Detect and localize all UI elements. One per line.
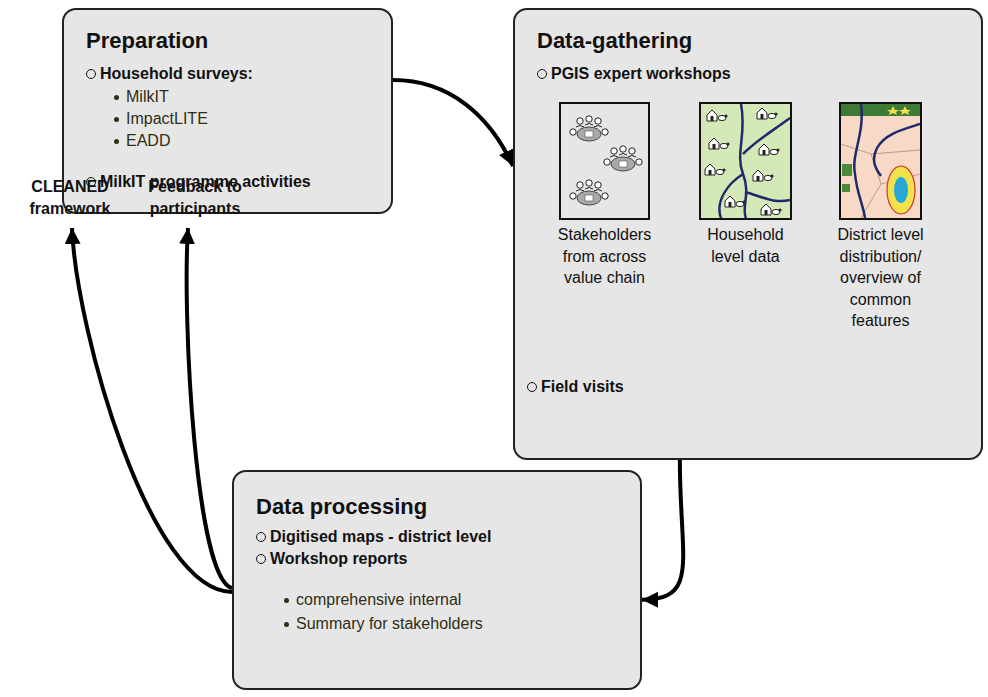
hollow-bullet: [537, 69, 547, 79]
workshop-illustration: [561, 104, 648, 218]
flow-arrow: [642, 460, 683, 600]
output-label: CLEANED framework: [20, 176, 120, 219]
bullet-dot: [114, 117, 119, 122]
illustration-panel: Stakeholders from across value chain: [559, 102, 650, 220]
section-heading: Household surveys:: [100, 63, 253, 85]
section-heading: PGIS expert workshops: [551, 63, 731, 85]
hollow-bullet: [256, 532, 266, 542]
list-item: comprehensive internal: [296, 589, 461, 611]
output-label: Feedback to participants: [130, 176, 260, 219]
illustration-panel: District level distribution/ overview of…: [839, 102, 922, 220]
list-item: EADD: [126, 130, 170, 152]
list-item: Summary for stakeholders: [296, 613, 483, 635]
section-heading: Workshop reports: [270, 548, 408, 570]
section-heading: Digitised maps - district level: [270, 526, 491, 548]
process-box: Data-gatheringPGIS expert workshopsField…: [513, 8, 983, 460]
process-box: Data processingDigitised maps - district…: [232, 470, 642, 690]
bullet-dot: [284, 598, 289, 603]
hollow-bullet: [256, 554, 266, 564]
panel-caption: District level distribution/ overview of…: [828, 224, 934, 332]
box-heading: Preparation: [86, 26, 208, 56]
hollow-bullet: [86, 69, 96, 79]
box-heading: Data processing: [256, 492, 427, 522]
list-item: MilkIT: [126, 86, 169, 108]
panel-caption: Household level data: [693, 224, 799, 267]
illustration-panel: Household level data: [699, 102, 792, 220]
bullet-dot: [114, 95, 119, 100]
list-item: ImpactLITE: [126, 108, 208, 130]
bullet-dot: [284, 622, 289, 627]
household-map-illustration: [701, 104, 790, 218]
bullet-dot: [114, 139, 119, 144]
district-map-illustration: [841, 104, 920, 218]
panel-caption: Stakeholders from across value chain: [552, 224, 658, 289]
flow-arrow: [393, 80, 513, 166]
output-arrow: [72, 228, 232, 592]
section-heading: Field visits: [541, 376, 624, 398]
hollow-bullet: [527, 382, 537, 392]
output-arrow: [187, 228, 232, 588]
box-heading: Data-gathering: [537, 26, 692, 56]
